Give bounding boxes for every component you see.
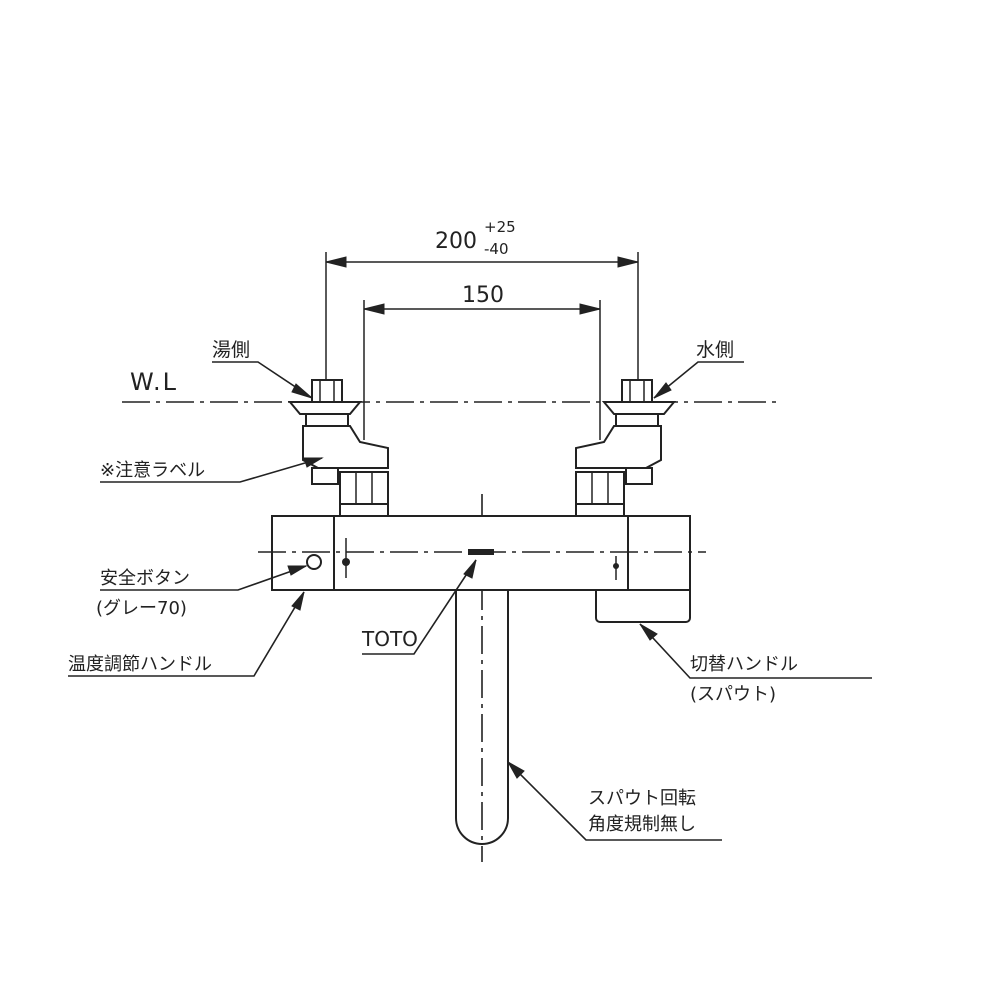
cold-side-label: 水側: [696, 339, 734, 361]
water-level-label: W.L: [130, 368, 178, 396]
switch-handle-callout: 切替ハンドル (スパウト): [639, 623, 872, 705]
spout-rotation-line2: 角度規制無し: [588, 814, 696, 835]
water-level-line: W.L: [122, 368, 780, 403]
safety-button-color: (グレー70): [96, 598, 187, 619]
safety-button-callout: 安全ボタン (グレー70): [96, 565, 308, 619]
safety-button-label: 安全ボタン: [100, 568, 190, 589]
caution-label-callout: ※注意ラベル: [100, 457, 324, 483]
switch-handle-note: (スパウト): [690, 684, 776, 705]
spout-rotation-line1: スパウト回転: [588, 788, 696, 809]
inner-dimension: 150: [363, 283, 601, 440]
switch-handle-label: 切替ハンドル: [690, 654, 798, 675]
hot-side-label: 湯側: [212, 339, 250, 361]
overall-dimension-tol-plus: +25: [484, 218, 516, 236]
overall-dimension: 200 +25 -40: [325, 218, 639, 380]
hot-side-fitting: [287, 379, 389, 529]
caution-label-text: ※注意ラベル: [100, 460, 205, 481]
faucet-body: [258, 515, 706, 623]
temp-indicator-dot: [342, 558, 350, 566]
brand-callout: TOTO: [361, 559, 477, 655]
brand-label: TOTO: [361, 627, 418, 651]
temperature-handle-callout: 温度調節ハンドル: [68, 591, 305, 677]
overall-dimension-value: 200: [435, 229, 477, 254]
brand-logo-mark: [468, 549, 494, 555]
cold-side-callout: 水側: [653, 339, 744, 399]
inner-dimension-value: 150: [462, 283, 504, 308]
safety-button-symbol: [306, 554, 322, 570]
cold-side-fitting: [575, 379, 677, 529]
hot-side-callout: 湯側: [212, 339, 313, 399]
overall-dimension-tol-minus: -40: [484, 240, 509, 258]
spout: [455, 494, 509, 862]
spout-rotation-callout: スパウト回転 角度規制無し: [506, 760, 722, 841]
temperature-handle-label: 温度調節ハンドル: [68, 654, 212, 675]
switch-indicator-dot: [613, 563, 619, 569]
